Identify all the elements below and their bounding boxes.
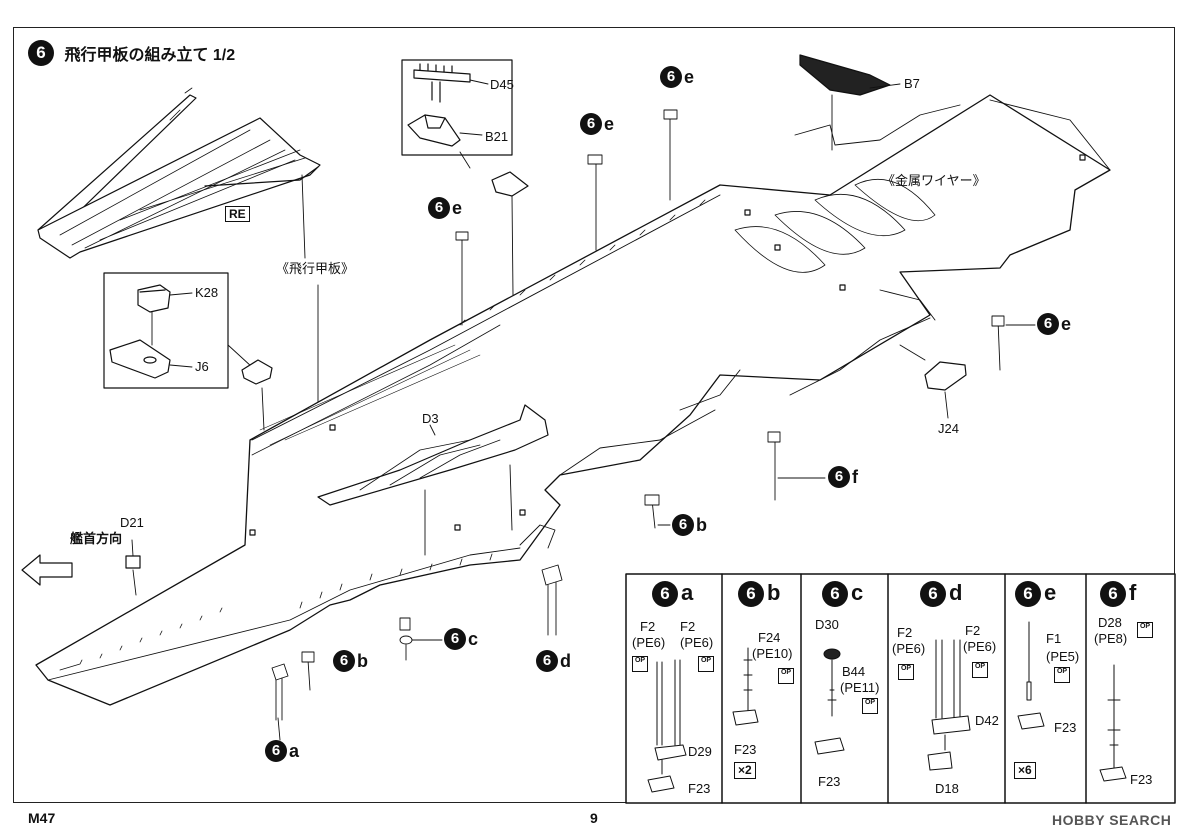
page-number: 9	[590, 810, 598, 826]
part-b21-placed	[491, 171, 529, 197]
re-tag: RE	[225, 206, 250, 222]
option-icon: OP	[972, 662, 988, 678]
part-label: D30	[815, 617, 839, 632]
part-label: (PE6)	[680, 635, 714, 650]
callout-badge: 6	[828, 466, 850, 489]
part-label: (PE5)	[1046, 649, 1080, 664]
callout-badge: 6	[444, 628, 466, 651]
part-j6-drawing	[109, 339, 171, 379]
bow-direction-label: 艦首方向	[70, 531, 123, 546]
part-k28-drawing	[137, 284, 171, 346]
part-label: F23	[734, 742, 757, 757]
part-label: D18	[935, 781, 959, 796]
part-label: (PE6)	[963, 639, 997, 654]
part-label-b7: B7	[904, 76, 920, 91]
bow-direction-arrow	[21, 554, 73, 586]
part-label: F23	[1054, 720, 1077, 735]
part-label: (PE11)	[840, 680, 880, 695]
part-label-d21: D21	[120, 515, 144, 530]
option-icon: OP	[1054, 667, 1070, 683]
part-label: F23	[818, 774, 841, 789]
callout-badge: 6	[672, 514, 694, 537]
step-number-badge: 6	[28, 40, 54, 66]
part-label-j6: J6	[195, 359, 209, 374]
part-label: (PE8)	[1094, 631, 1128, 646]
metal-wire-label: 《金属ワイヤー》	[882, 173, 986, 188]
callout-badge: 6	[265, 740, 287, 763]
part-label: (PE6)	[892, 641, 926, 656]
part-k28-j6-placed	[241, 359, 273, 385]
option-icon: OP	[778, 668, 794, 684]
part-j24-drawing	[924, 361, 967, 391]
sub-step-drawings	[647, 621, 1127, 793]
part-b21-drawing	[407, 114, 461, 147]
callout-badge: 6	[536, 650, 558, 673]
callout-badge: 6	[428, 197, 450, 220]
part-label: D29	[688, 744, 712, 759]
option-icon: OP	[862, 698, 878, 714]
quantity-tag: ×6	[1014, 762, 1036, 779]
diagram-frame	[13, 27, 1175, 803]
option-icon: OP	[632, 656, 648, 672]
part-label: F24	[758, 630, 781, 645]
step-title-text: 飛行甲板の組み立て 1/2	[64, 47, 236, 64]
part-label: F2	[965, 623, 981, 638]
part-b7-drawing	[799, 54, 891, 96]
part-label-d45: D45	[490, 77, 514, 92]
part-label: F23	[688, 781, 711, 796]
model-number: M47	[28, 810, 56, 826]
part-label: F2	[680, 619, 696, 634]
part-label: F23	[1130, 772, 1153, 787]
part-d45-drawing	[413, 63, 471, 103]
part-label: F2	[897, 625, 913, 640]
part-label: D28	[1098, 615, 1122, 630]
part-label: D42	[975, 713, 999, 728]
option-icon: OP	[898, 664, 914, 680]
part-label-k28: K28	[195, 285, 219, 300]
flight-deck-main-drawing	[35, 94, 1111, 706]
part-label: B44	[842, 664, 866, 679]
step-title: 6 飛行甲板の組み立て 1/2	[28, 40, 235, 66]
flight-deck-label: 《飛行甲板》	[276, 261, 355, 276]
part-label: F2	[640, 619, 656, 634]
quantity-tag: ×2	[734, 762, 756, 779]
part-label-j24: J24	[938, 421, 959, 436]
part-label: (PE6)	[632, 635, 666, 650]
flight-deck-inset-drawing	[37, 87, 321, 259]
sub-step-panel	[625, 573, 1176, 804]
callout-badge: 6	[1037, 313, 1059, 336]
part-d21-drawing	[125, 555, 141, 569]
callout-badge: 6	[580, 113, 602, 136]
watermark: HOBBY SEARCH	[1052, 812, 1172, 828]
callout-badge: 6	[660, 66, 682, 89]
option-icon: OP	[1137, 622, 1153, 638]
part-label-b21: B21	[485, 129, 509, 144]
part-label: F1	[1046, 631, 1062, 646]
callout-badge: 6	[333, 650, 355, 673]
part-label-d3: D3	[422, 411, 439, 426]
part-label: (PE10)	[752, 646, 793, 661]
option-icon: OP	[698, 656, 714, 672]
